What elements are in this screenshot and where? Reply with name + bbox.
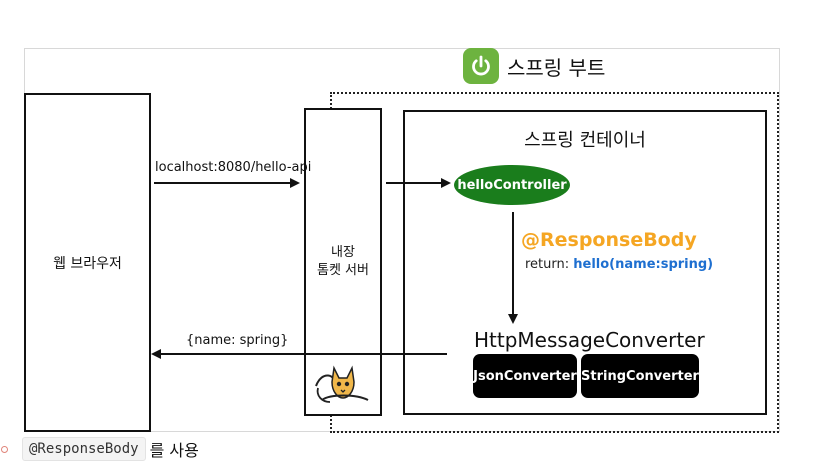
tomcat-server-label: 내장 톰켓 서버 — [306, 244, 380, 280]
spring-boot-header: 스프링 부트 — [463, 46, 605, 86]
return-prefix: return: — [525, 257, 574, 272]
footer-note: @ResponseBody 를 사용 — [0, 434, 199, 464]
footer-code: @ResponseBody — [22, 437, 146, 461]
return-value: hello(name:spring) — [573, 257, 714, 272]
spring-container-title: 스프링 컨테이너 — [524, 130, 646, 151]
string-converter-label: StringConverter — [581, 368, 699, 384]
hello-controller-node: helloController — [454, 165, 570, 205]
tomcat-label-line-1: 내장 — [331, 245, 355, 260]
return-statement: return: hello(name:spring) — [525, 257, 713, 272]
spring-power-icon — [463, 48, 499, 84]
response-body-annotation: @ResponseBody — [521, 229, 697, 251]
footer-text: 를 사용 — [149, 441, 199, 460]
string-converter-box: StringConverter — [581, 354, 699, 398]
web-browser-box: 웹 브라우저 — [24, 93, 151, 432]
http-message-converter-label: HttpMessageConverter — [474, 328, 705, 352]
web-browser-label: 웹 브라우저 — [53, 255, 122, 272]
tomcat-server-box: 내장 톰켓 서버 — [304, 108, 382, 416]
json-converter-label: JsonConverter — [473, 368, 577, 384]
bullet-icon — [1, 445, 8, 453]
tomcat-logo-icon — [315, 365, 369, 403]
spring-boot-title: 스프링 부트 — [507, 55, 606, 80]
response-json-label: {name: spring} — [186, 333, 289, 348]
hello-controller-label: helloController — [457, 177, 567, 193]
request-url-label: localhost:8080/hello-api — [155, 160, 312, 175]
tomcat-label-line-2: 톰켓 서버 — [317, 263, 369, 278]
json-converter-box: JsonConverter — [473, 354, 577, 398]
